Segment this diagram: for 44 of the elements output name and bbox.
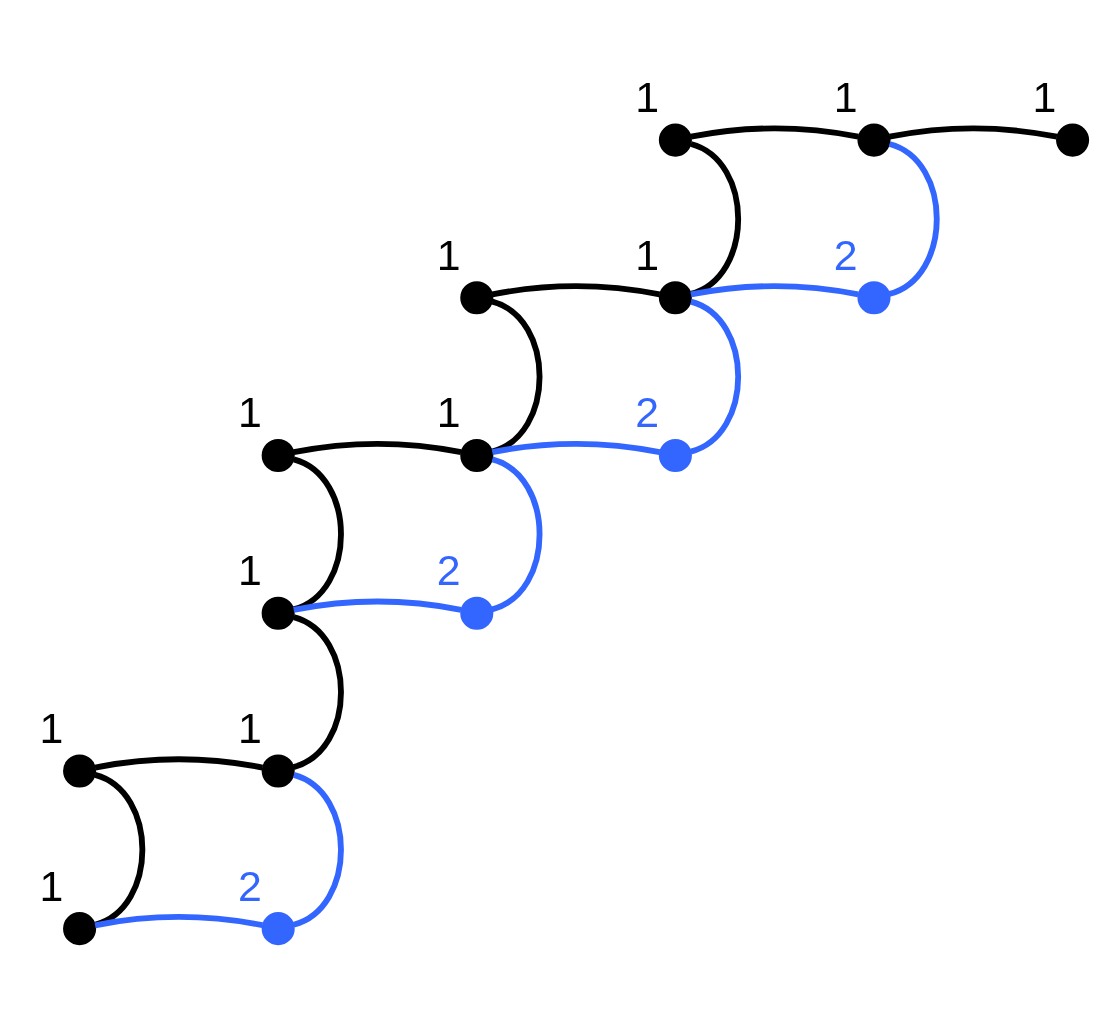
node-label: 1 — [1032, 72, 1057, 121]
node-label: 1 — [238, 703, 262, 752]
node-label: 1 — [238, 387, 262, 436]
connector — [293, 598, 462, 613]
node-label: 1 — [39, 703, 64, 752]
node-label: 1 — [39, 861, 64, 910]
node-circle — [261, 438, 295, 472]
node-label: 1 — [833, 72, 858, 121]
node-circle — [1056, 123, 1090, 157]
connector — [292, 771, 344, 927]
node-label: 1 — [436, 230, 461, 279]
node-label: 2 — [436, 545, 461, 594]
node-circle — [658, 438, 692, 472]
connector — [94, 913, 263, 928]
node-circle — [63, 753, 97, 787]
node-circle — [857, 123, 891, 157]
connector — [293, 440, 462, 455]
node-circle — [63, 911, 97, 945]
connector — [491, 440, 661, 455]
node-label: 2 — [635, 387, 660, 436]
connector — [292, 613, 344, 770]
node-circle — [460, 596, 494, 630]
node-label: 1 — [635, 72, 660, 121]
node-label: 2 — [238, 861, 262, 910]
node-circle — [261, 596, 295, 630]
node-label: 1 — [238, 545, 262, 594]
connector — [690, 125, 859, 140]
connector — [491, 282, 661, 297]
connector — [888, 140, 940, 297]
connector — [690, 282, 859, 297]
connector — [491, 456, 543, 612]
connector — [94, 755, 263, 770]
connector — [689, 298, 742, 454]
node-label: 2 — [833, 230, 858, 279]
node-circle — [460, 280, 494, 314]
node-circle — [261, 753, 295, 787]
node-circle — [857, 280, 891, 314]
node-circle — [460, 438, 494, 472]
node-circle — [658, 280, 692, 314]
node-circle — [261, 911, 295, 945]
node-label: 1 — [635, 230, 660, 279]
node-label: 1 — [436, 387, 461, 436]
connector — [889, 125, 1058, 140]
node-circle — [658, 123, 692, 157]
